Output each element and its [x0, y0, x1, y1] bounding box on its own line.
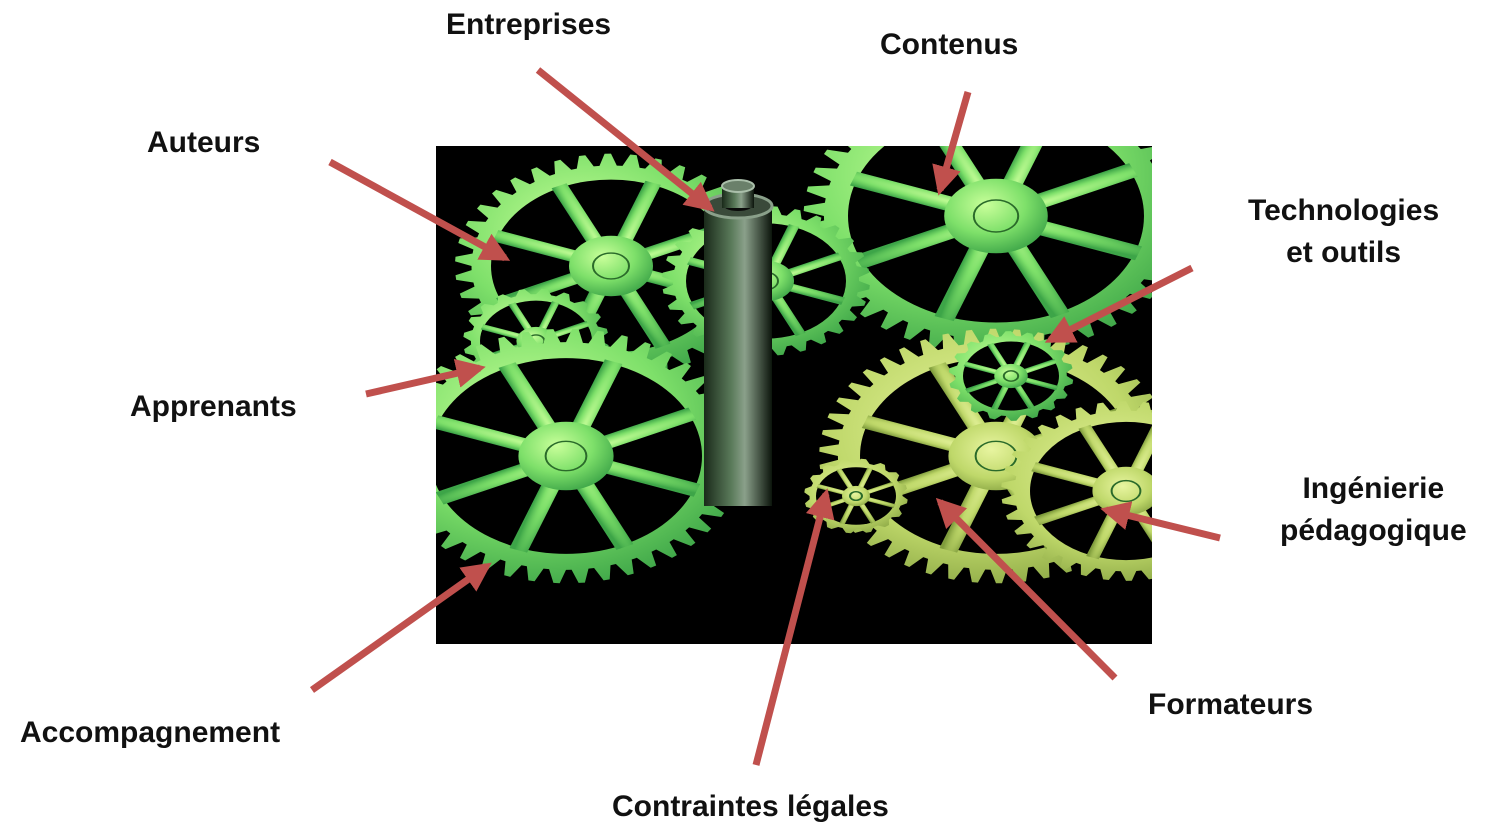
gear-small-right [948, 331, 1074, 421]
central-shaft [702, 179, 774, 506]
gears-photo [436, 146, 1152, 644]
gear-top-right [803, 146, 1152, 355]
label-formateurs: Formateurs [1148, 688, 1314, 721]
gear-bottom-left [436, 328, 743, 584]
arrow-entreprises [535, 67, 715, 212]
arrow-accompagnement [309, 562, 492, 693]
label-contraintes-legales: Contraintes légales [612, 790, 889, 823]
label-entreprises: Entreprises [446, 8, 612, 41]
arrow-apprenants [365, 358, 486, 398]
label-ingenierie: Ingénierie pédagogique [1280, 472, 1467, 547]
label-contenus: Contenus [880, 28, 1019, 61]
arrow-formateurs [935, 497, 1118, 681]
label-apprenants: Apprenants [130, 390, 297, 423]
label-technologies: Technologies et outils [1248, 194, 1440, 269]
arrow-contenus [932, 91, 972, 196]
arrow-contraintes-legales [752, 488, 835, 766]
label-accompagnement: Accompagnement [20, 716, 281, 749]
label-auteurs: Auteurs [147, 126, 261, 159]
gear-group [436, 146, 1152, 584]
arrow-auteurs [328, 158, 511, 262]
arrow-ingenierie [1100, 501, 1221, 542]
arrow-technologies [1044, 264, 1194, 344]
